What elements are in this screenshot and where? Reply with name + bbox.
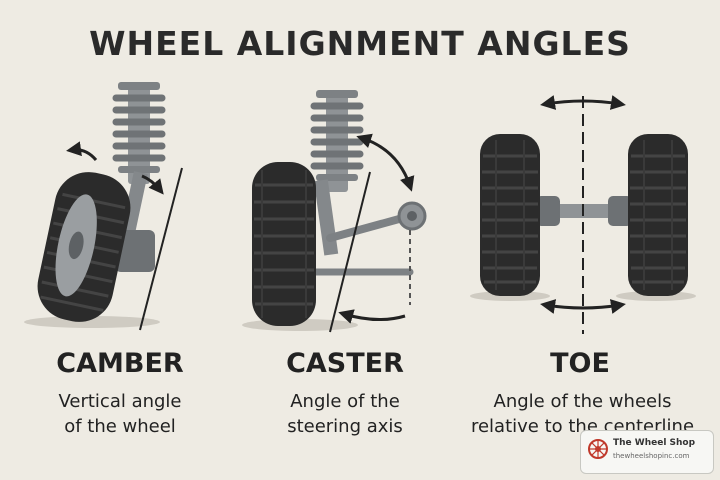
caster-wheel [252,162,316,326]
coil-spring-icon [112,82,166,184]
camber-hub [115,230,155,272]
caster-illustration [242,90,427,333]
camber-wheel [37,172,131,322]
camber-heading: CAMBER [56,348,184,379]
toe-heading: TOE [550,348,610,379]
toe-hub-right [608,196,632,226]
coil-spring-icon [310,90,364,192]
double-arrow-icon [540,299,626,314]
caster-angle-line [329,171,371,333]
wheel-shop-logo-icon [588,439,608,459]
double-arrow-icon [540,95,626,110]
curved-arrow-icon [66,141,98,161]
toe-illustration [470,95,696,334]
wheel-shop-badge[interactable]: The Wheel Shop thewheelshopinc.com [580,430,714,474]
caster-description: Angle of the steering axis [287,391,403,437]
toe-hub-left [536,196,560,226]
curved-arrow-icon [356,133,415,192]
toe-wheel-left [480,134,540,296]
toe-wheel-right [628,134,688,296]
curved-arrow-icon [141,174,164,195]
camber-angle-line [139,167,183,331]
badge-shop-name: The Wheel Shop [613,438,696,448]
caster-upper-arm [326,212,414,242]
diagram-title: WHEEL ALIGNMENT ANGLES [89,24,631,63]
camber-illustration [24,82,183,331]
camber-description: Vertical angle of the wheel [58,391,182,437]
toe-axle [540,204,630,218]
badge-shop-url[interactable]: thewheelshopinc.com [613,452,690,460]
curved-arrow-icon [338,309,406,324]
camber-ground-shadow [24,316,160,328]
caster-heading: CASTER [286,348,404,379]
